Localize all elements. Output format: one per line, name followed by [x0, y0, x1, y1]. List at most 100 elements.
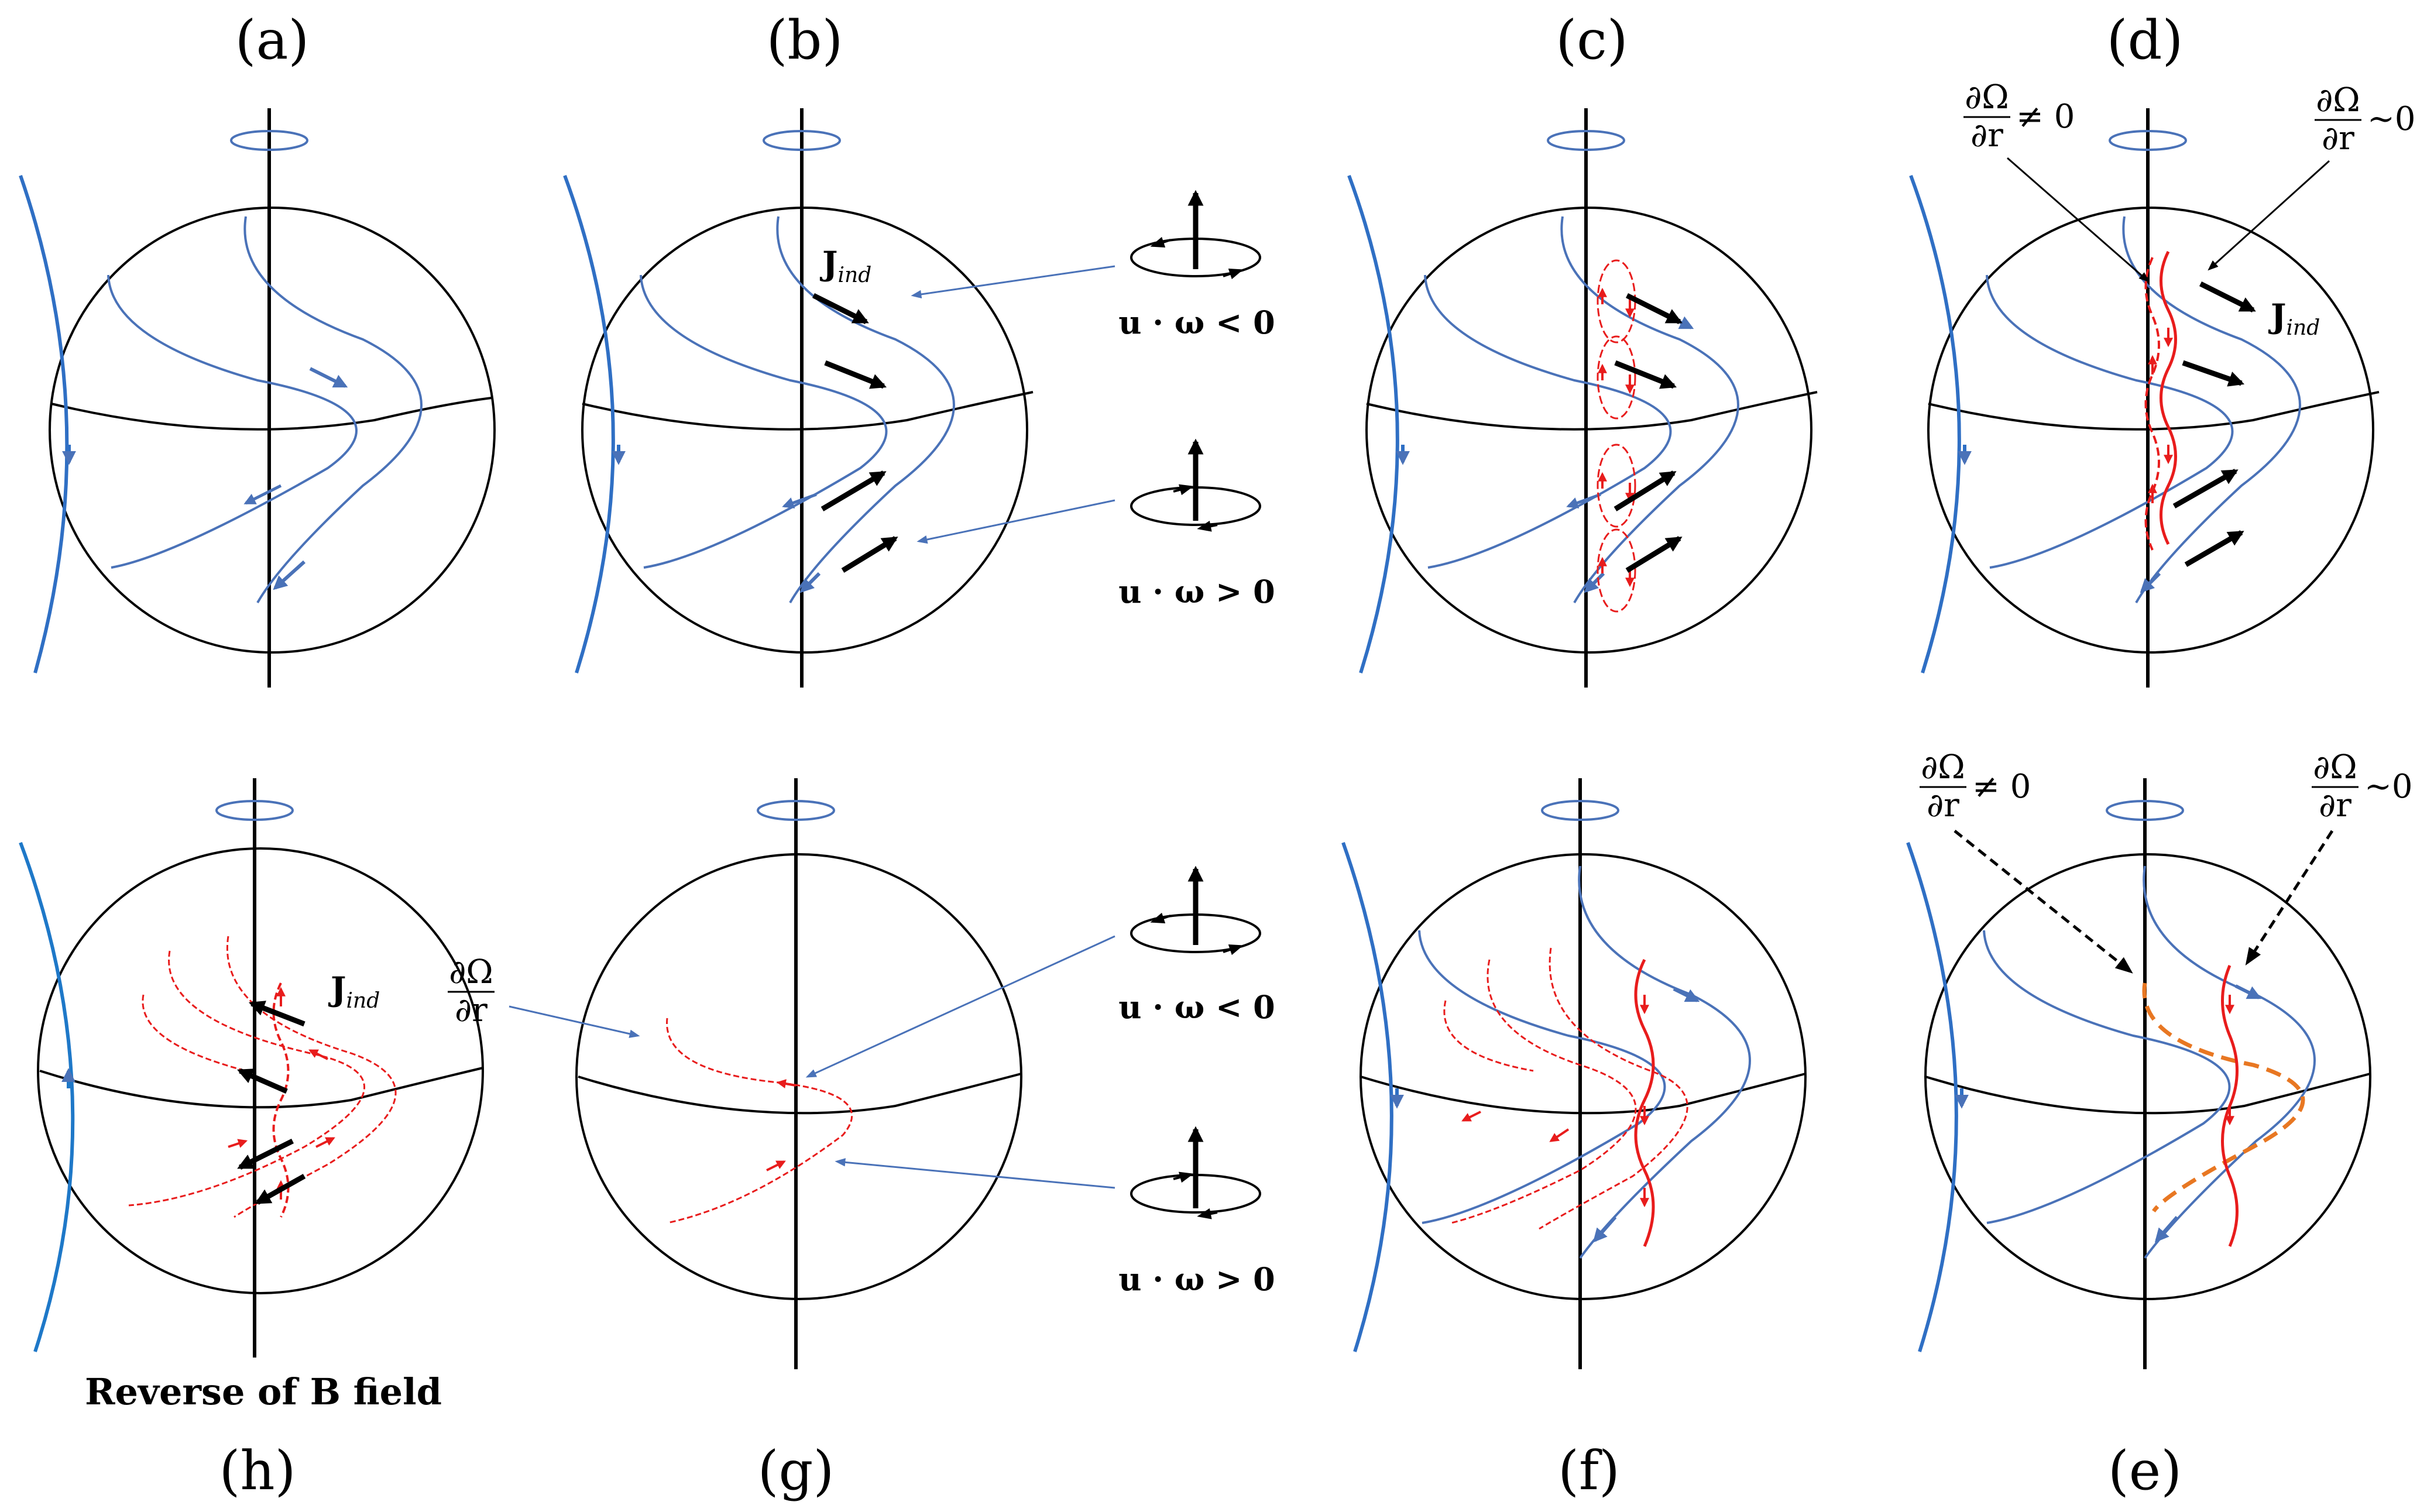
- panel-a: [19, 108, 496, 688]
- induced-current-arrow: [812, 293, 869, 325]
- equator: [1366, 391, 1818, 431]
- equator: [51, 397, 492, 431]
- svg-text:∂Ω: ∂Ω: [1965, 78, 2009, 116]
- panel-label-e: (e): [2108, 1439, 2182, 1502]
- rotation-indicator-icon: [230, 130, 308, 151]
- sphere: [1365, 207, 1812, 654]
- j-ind-label: Jind: [328, 970, 380, 1013]
- wavy-vortex-line-dashed: [2144, 257, 2160, 551]
- vorticity-icon-negative: [1130, 190, 1261, 280]
- induced-current-arrow: [2172, 469, 2239, 508]
- equator: [578, 1073, 1022, 1115]
- equator: [1928, 391, 2380, 431]
- sphere: [49, 207, 496, 654]
- red-field-line: [1539, 947, 1688, 1230]
- panel-label-f: (f): [1558, 1439, 1620, 1502]
- rotation-indicator-icon: [215, 800, 294, 821]
- field-line-outer: [2143, 865, 2316, 1259]
- panel-label-b: (b): [767, 9, 843, 71]
- svg-text:≠ 0: ≠ 0: [2016, 98, 2075, 136]
- vortex-loop: [1597, 444, 1636, 528]
- vorticity-icon-positive: [1130, 1126, 1261, 1219]
- red-field-line: [142, 994, 246, 1072]
- field-line-inner: [107, 274, 358, 569]
- red-field-line: [1443, 1000, 1534, 1072]
- vorticity-icon-negative: [1130, 865, 1261, 956]
- field-line-inner: [640, 274, 888, 569]
- wavy-vortex-line: [2160, 250, 2177, 545]
- field-line-outer: [243, 216, 423, 603]
- leader-line: [2208, 160, 2330, 271]
- u-omega-positive-label: u · ω > 0: [1118, 1260, 1275, 1298]
- induced-current-arrow: [1625, 536, 1683, 573]
- svg-text:∂Ω: ∂Ω: [1921, 748, 1965, 786]
- panel-b: Jind: [563, 108, 1115, 688]
- rotation-indicator-icon: [757, 800, 835, 821]
- induced-current-arrow: [1614, 360, 1677, 389]
- shear-label-approx-zero: ∂Ω ∂r ~0: [2312, 748, 2413, 824]
- vortex-loop: [1597, 528, 1636, 613]
- panel-label-d: (d): [2107, 9, 2184, 71]
- svg-text:∂r: ∂r: [1927, 786, 1959, 824]
- svg-text:∂r: ∂r: [455, 991, 488, 1029]
- outer-field-line: [1906, 842, 1958, 1352]
- panel-f: [1341, 778, 1807, 1369]
- induced-current-arrow: [1625, 293, 1683, 325]
- rotation-indicator-icon: [1541, 800, 1619, 821]
- field-line-inner: [1983, 930, 2231, 1224]
- sphere: [1924, 853, 2371, 1300]
- panel-label-c: (c): [1556, 9, 1628, 71]
- reverse-field-caption: Reverse of B field: [85, 1370, 442, 1413]
- shear-label-nonzero: ∂Ω ∂r ≠ 0: [1963, 78, 2075, 154]
- outer-field-line: [1347, 174, 1399, 673]
- sphere: [37, 847, 484, 1294]
- shear-layer-curve: [2142, 982, 2305, 1213]
- outer-field-line: [563, 174, 615, 673]
- panel-e: ∂Ω ∂r ≠ 0 ∂Ω ∂r ~0: [1906, 748, 2413, 1369]
- induced-current-arrow: [255, 1174, 306, 1205]
- leader-line: [916, 499, 1115, 544]
- sphere: [575, 853, 1022, 1300]
- svg-text:~0: ~0: [2367, 100, 2416, 138]
- leader-line: [509, 1005, 640, 1038]
- svg-text:∂Ω: ∂Ω: [449, 953, 493, 991]
- equator: [582, 391, 1034, 431]
- wavy-vortex-line: [1634, 958, 1655, 1247]
- field-line-inner: [1418, 930, 1666, 1224]
- svg-text:∂r: ∂r: [2319, 786, 2351, 824]
- leader-line-dashed: [2245, 830, 2334, 966]
- svg-text:~0: ~0: [2364, 768, 2413, 806]
- rotation-indicator-icon: [763, 130, 841, 151]
- svg-text:∂r: ∂r: [1970, 116, 2003, 154]
- induced-current-arrow: [2182, 360, 2245, 387]
- field-line-inner: [1986, 274, 2234, 569]
- sphere: [1927, 207, 2374, 654]
- panel-d: Jind ∂Ω ∂r ≠ 0 ∂Ω ∂r ~0: [1909, 78, 2416, 688]
- leader-line: [805, 935, 1115, 1078]
- leader-line: [2007, 157, 2150, 283]
- outer-field-line: [19, 175, 69, 673]
- field-line-outer: [776, 216, 955, 603]
- leader-line-dashed: [1954, 830, 2133, 974]
- shear-label: ∂Ω ∂r: [448, 953, 495, 1029]
- red-field-line: [128, 950, 365, 1207]
- panel-h: Jind Reverse of B field: [19, 778, 484, 1413]
- u-omega-positive-label: u · ω > 0: [1118, 573, 1275, 610]
- svg-text:∂r: ∂r: [2322, 119, 2354, 157]
- j-ind-label: Jind: [819, 245, 871, 287]
- svg-text:≠ 0: ≠ 0: [1972, 768, 2031, 806]
- j-ind-label: Jind: [2268, 297, 2320, 340]
- induced-current-arrow: [824, 360, 887, 389]
- induced-current-arrow: [821, 470, 887, 511]
- outer-field-line: [1909, 174, 1961, 673]
- induced-current-arrow: [1613, 470, 1677, 511]
- leader-line: [911, 265, 1115, 299]
- panel-label-g: (g): [758, 1439, 835, 1502]
- wavy-vortex-line: [272, 982, 290, 1218]
- field-line-outer: [1560, 216, 1739, 603]
- u-omega-negative-label: u · ω < 0: [1118, 988, 1275, 1026]
- red-field-line: [666, 1018, 853, 1224]
- induced-current-arrow: [2199, 281, 2256, 313]
- rotation-indicator-icon: [2106, 800, 2184, 821]
